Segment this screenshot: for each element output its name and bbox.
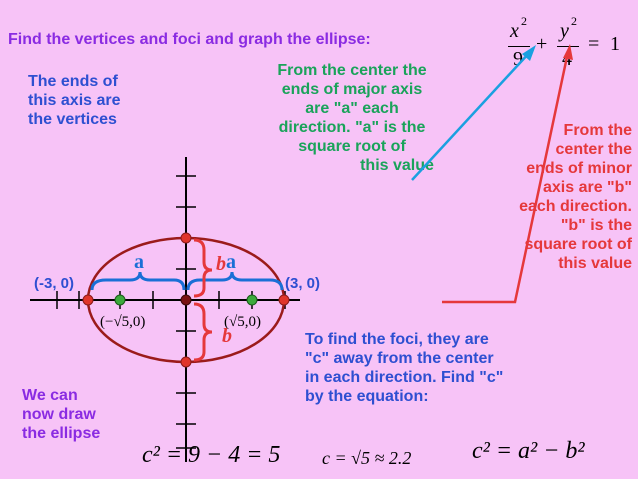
left-vertex-label: (-3, 0) [34, 275, 74, 292]
brace-b-top [193, 238, 213, 298]
note-foci-line: "c" away from the center [305, 350, 494, 367]
eq-equals: = [588, 33, 600, 55]
note-minor-line: ends of minor [526, 160, 632, 177]
note-minor-line: each direction. [519, 198, 632, 215]
formula-c-value: c = √5 ≈ 2.2 [322, 448, 412, 468]
instruction-text: Find the vertices and foci and graph the… [8, 31, 371, 48]
brace-a-left [90, 271, 186, 291]
label-a-left: a [134, 251, 144, 273]
note-minor-line: square root of [524, 236, 632, 253]
note-foci-line: To find the foci, they are [305, 331, 489, 348]
eq-y-fraction-bar [557, 46, 579, 47]
note-major-axis: From the center the ends of major axis a… [252, 61, 452, 175]
note-major-line: From the center the [277, 62, 427, 79]
note-vertices-line: The ends of [28, 73, 118, 90]
major-pointer-arrowhead [522, 45, 536, 61]
note-draw-line: the ellipse [22, 425, 101, 442]
note-draw: We can now draw the ellipse [22, 386, 100, 443]
minor-vertex-bottom [180, 356, 192, 368]
note-vertices: The ends of this axis are the vertices [28, 72, 121, 129]
note-minor-line: center the [555, 141, 632, 158]
brace-a-right [186, 271, 284, 291]
major-pointer-line [411, 51, 531, 181]
note-major-line: this value [360, 157, 434, 174]
right-vertex-label: (3, 0) [285, 275, 320, 292]
brace-b-bottom [193, 302, 213, 362]
eq-x: x [510, 20, 519, 42]
minor-vertex-top [180, 232, 192, 244]
note-major-line: are "a" each [305, 100, 399, 117]
label-a-right: a [226, 251, 236, 273]
label-b-top: b [216, 253, 226, 275]
vertex-left [82, 294, 94, 306]
note-vertices-line: the vertices [28, 111, 117, 128]
formula-c-squared: c² = 9 − 4 = 5 [142, 442, 281, 468]
note-minor-axis: From the center the ends of minor axis a… [478, 121, 632, 273]
note-foci-line: in each direction. Find "c" [305, 369, 504, 386]
focus-left [114, 294, 126, 306]
focus-right [246, 294, 258, 306]
note-minor-line: "b" is the [560, 217, 632, 234]
eq-y-exp: 2 [571, 14, 577, 28]
neg-focus-label: (−√5,0) [100, 314, 145, 330]
formula-relation: c² = a² − b² [472, 438, 585, 464]
eq-rhs: 1 [610, 33, 620, 55]
minor-pointer-arrowhead [563, 44, 573, 60]
center-point [180, 294, 192, 306]
note-vertices-line: this axis are [28, 92, 121, 109]
note-major-line: direction. "a" is the [278, 119, 426, 136]
note-draw-line: now draw [22, 406, 96, 423]
note-major-line: ends of major axis [281, 81, 423, 98]
note-minor-line: axis are "b" [543, 179, 632, 196]
note-minor-line: From the [563, 122, 632, 139]
eq-y: y [560, 20, 569, 42]
note-draw-line: We can [22, 387, 78, 404]
pos-focus-label: (√5,0) [224, 314, 261, 330]
eq-x-exp: 2 [521, 14, 527, 28]
note-foci-line: by the equation: [305, 388, 429, 405]
eq-den-x: 9 [513, 48, 523, 70]
eq-plus: + [536, 33, 548, 55]
note-major-line: square root of [298, 138, 406, 155]
minor-pointer-line [442, 51, 570, 304]
vertex-right [278, 294, 290, 306]
note-minor-line: this value [558, 255, 632, 272]
note-foci: To find the foci, they are "c" away from… [305, 330, 503, 406]
eq-x-fraction-bar [508, 46, 530, 47]
label-b-bottom: b [222, 325, 232, 347]
